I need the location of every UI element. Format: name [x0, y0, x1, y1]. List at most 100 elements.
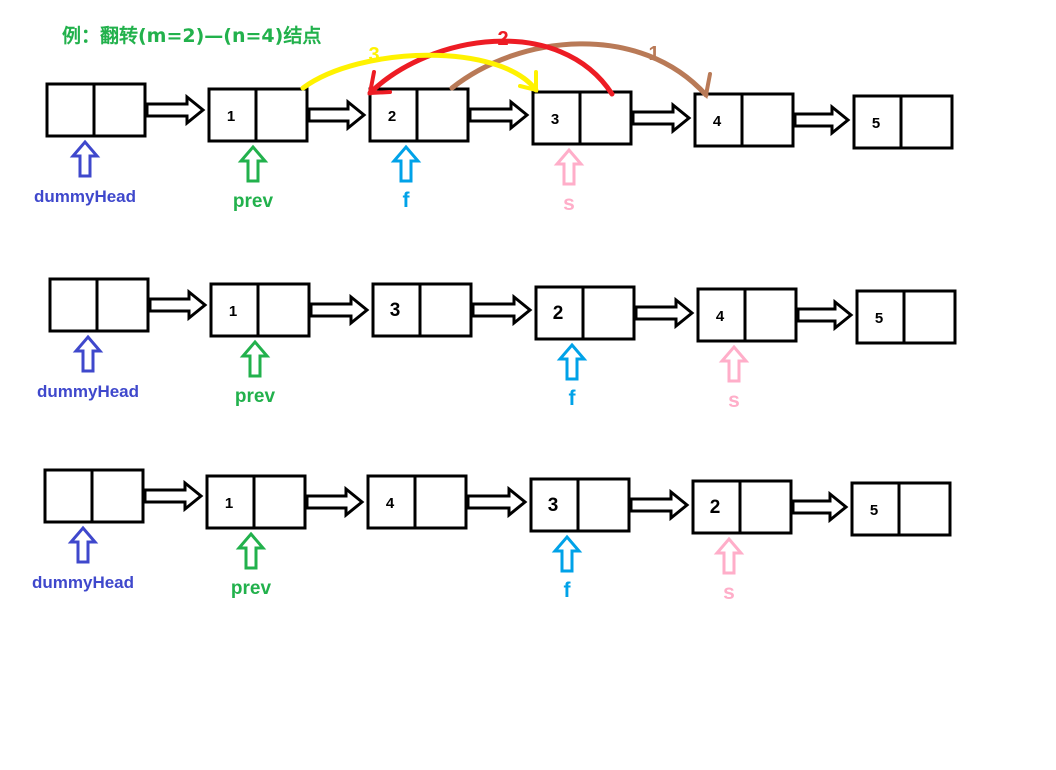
- node-value: 5: [872, 115, 880, 132]
- node-box: [696, 287, 798, 343]
- up-arrow-icon: [551, 534, 583, 573]
- node-value: 5: [870, 502, 878, 519]
- node-value: 2: [388, 108, 396, 125]
- list-node: 2: [534, 285, 636, 341]
- dummy-head-node: [48, 277, 150, 333]
- node-value: 2: [710, 497, 721, 518]
- node-value: 2: [553, 303, 564, 324]
- diagram-title: 例：翻转(m=2)—(n=4)结点: [62, 24, 321, 47]
- node-box: [529, 477, 631, 533]
- pointer-label: dummyHead: [37, 382, 139, 401]
- list-row-3: 1 4 3 2 5 dummyHead prev f s: [32, 468, 952, 604]
- pointer-s: s: [718, 344, 750, 412]
- pointer-label: prev: [231, 578, 272, 599]
- next-pointer-arrow: [791, 490, 849, 524]
- node-value: 5: [875, 310, 883, 327]
- curve-arrowhead: [367, 70, 392, 96]
- pointer-label: prev: [235, 386, 276, 407]
- node-value: 4: [716, 308, 725, 325]
- next-pointer-arrow: [466, 485, 528, 519]
- list-node: 2: [368, 87, 470, 143]
- node-box: [534, 285, 636, 341]
- node-value: 3: [548, 495, 559, 516]
- node-box: [371, 282, 473, 338]
- node-value: 4: [713, 113, 722, 130]
- list-node: 2: [691, 479, 793, 535]
- curve-step-label: 2: [497, 28, 508, 50]
- node-box: [531, 90, 633, 146]
- reassign-curve-3: 3: [300, 44, 539, 93]
- up-arrow-icon: [237, 144, 269, 183]
- pointer-label: f: [569, 387, 577, 410]
- next-pointer-arrow: [305, 485, 365, 519]
- list-node: 1: [207, 87, 309, 143]
- pointer-label: dummyHead: [32, 573, 134, 592]
- pointer-f: f: [551, 534, 583, 602]
- node-value: 1: [227, 108, 235, 125]
- curve-arrow: [367, 38, 615, 97]
- curve-arrow: [449, 41, 709, 98]
- list-node: 5: [850, 481, 952, 537]
- next-pointer-arrow: [143, 479, 204, 513]
- pointer-prev: prev: [235, 339, 276, 407]
- pointer-dummyHead: dummyHead: [37, 334, 139, 401]
- next-pointer-arrow: [307, 98, 367, 132]
- up-arrow-icon: [713, 536, 745, 575]
- up-arrow-icon: [239, 339, 271, 378]
- list-row-2: 1 3 2 4 5 dummyHead prev f s: [37, 277, 957, 412]
- curve-arrow: [300, 52, 539, 93]
- dummy-head-node: [43, 468, 145, 524]
- up-arrow-icon: [390, 144, 422, 183]
- next-pointer-arrow: [793, 103, 851, 137]
- next-pointer-arrow: [468, 98, 530, 132]
- up-arrow-icon: [235, 531, 267, 570]
- pointer-label: s: [723, 581, 735, 604]
- node-value: 1: [229, 303, 237, 320]
- pointer-label: f: [564, 579, 572, 602]
- pointer-s: s: [713, 536, 745, 604]
- node-box: [45, 82, 147, 138]
- list-node: 3: [371, 282, 473, 338]
- list-node: 1: [205, 474, 307, 530]
- next-pointer-arrow: [471, 293, 533, 327]
- node-box: [43, 468, 145, 524]
- pointer-label: s: [563, 192, 575, 215]
- node-box: [852, 94, 954, 150]
- pointer-label: s: [728, 389, 740, 412]
- next-pointer-arrow: [629, 488, 690, 522]
- list-node: 5: [852, 94, 954, 150]
- dummy-head-node: [45, 82, 147, 138]
- node-value: 3: [390, 300, 401, 321]
- up-arrow-icon: [67, 525, 99, 564]
- list-node: 4: [693, 92, 795, 148]
- pointer-prev: prev: [231, 531, 272, 599]
- next-pointer-arrow: [145, 93, 206, 127]
- next-pointer-arrow: [309, 293, 370, 327]
- pointer-label: prev: [233, 191, 274, 212]
- pointer-dummyHead: dummyHead: [32, 525, 134, 592]
- node-box: [48, 277, 150, 333]
- curve-arrowhead: [688, 72, 712, 99]
- list-node: 3: [529, 477, 631, 533]
- node-box: [366, 474, 468, 530]
- node-value: 4: [386, 495, 395, 512]
- reassign-curve-2: 2: [367, 28, 615, 97]
- next-pointer-arrow: [634, 296, 695, 330]
- node-box: [691, 479, 793, 535]
- node-box: [368, 87, 470, 143]
- list-node: 4: [366, 474, 468, 530]
- node-box: [207, 87, 309, 143]
- pointer-s: s: [553, 147, 585, 215]
- node-box: [693, 92, 795, 148]
- list-node: 4: [696, 287, 798, 343]
- next-pointer-arrow: [796, 298, 854, 332]
- next-pointer-arrow: [631, 101, 692, 135]
- node-box: [205, 474, 307, 530]
- node-box: [855, 289, 957, 345]
- node-box: [209, 282, 311, 338]
- node-box: [850, 481, 952, 537]
- pointer-label: dummyHead: [34, 187, 136, 206]
- curve-arrowhead: [518, 70, 538, 93]
